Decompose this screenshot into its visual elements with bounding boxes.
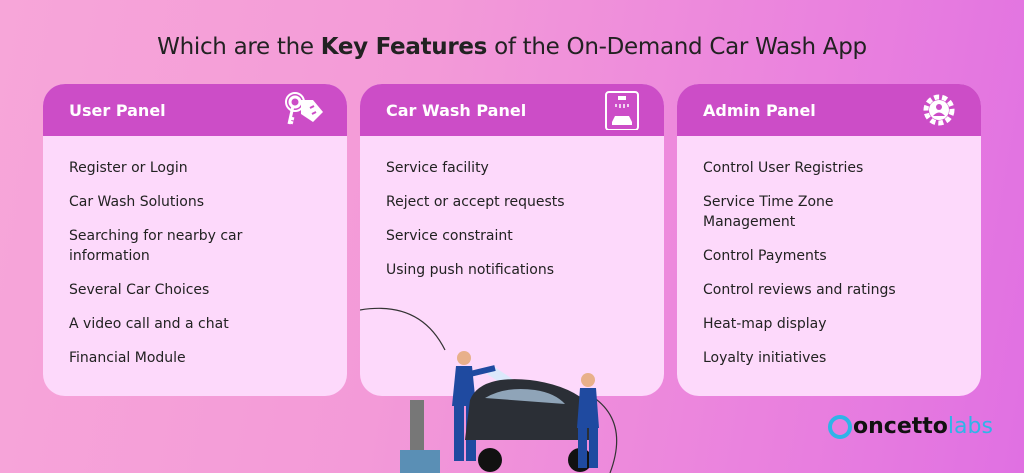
list-item: Loyalty initiatives (703, 350, 827, 366)
list-item: Using push notifications (386, 262, 555, 278)
admin-gear-icon (923, 94, 955, 126)
list-item: Reject or accept requests (386, 194, 565, 210)
list-item: Searching for nearby car information (69, 228, 243, 264)
logo-text: oncetto (853, 414, 948, 439)
list-item: Control Payments (703, 248, 827, 264)
list-item: A video call and a chat (69, 316, 229, 332)
list-item: Control reviews and ratings (703, 282, 896, 298)
list-item: Control User Registries (703, 160, 864, 176)
car-wash-panel-card: Car Wash Panel Service facility Reject o… (360, 84, 664, 396)
list-item: Register or Login (69, 160, 188, 176)
list-item: Heat-map display (703, 316, 827, 332)
logo-mark-icon (828, 414, 852, 439)
key-tag-icon (285, 92, 323, 125)
panel-title: User Panel (69, 100, 166, 120)
admin-panel-card: Admin Panel Control User Registries Serv… (677, 84, 981, 396)
list-item: Car Wash Solutions (69, 194, 205, 210)
user-panel-card: User Panel Register or Login Car Wash So… (43, 84, 347, 396)
page-title: Which are the Key Features of the On-Dem… (157, 34, 867, 60)
list-item: Service facility (386, 160, 489, 176)
list-item: Service Time Zone Management (703, 194, 834, 230)
panel-title: Car Wash Panel (386, 100, 527, 120)
car-wash-illustration (360, 307, 618, 473)
list-item: Several Car Choices (69, 282, 210, 298)
list-item: Service constraint (386, 228, 513, 244)
panel-title: Admin Panel (703, 100, 816, 120)
car-wash-icon (605, 91, 639, 130)
list-item: Financial Module (69, 350, 186, 366)
logo-text-accent: labs (947, 414, 993, 439)
